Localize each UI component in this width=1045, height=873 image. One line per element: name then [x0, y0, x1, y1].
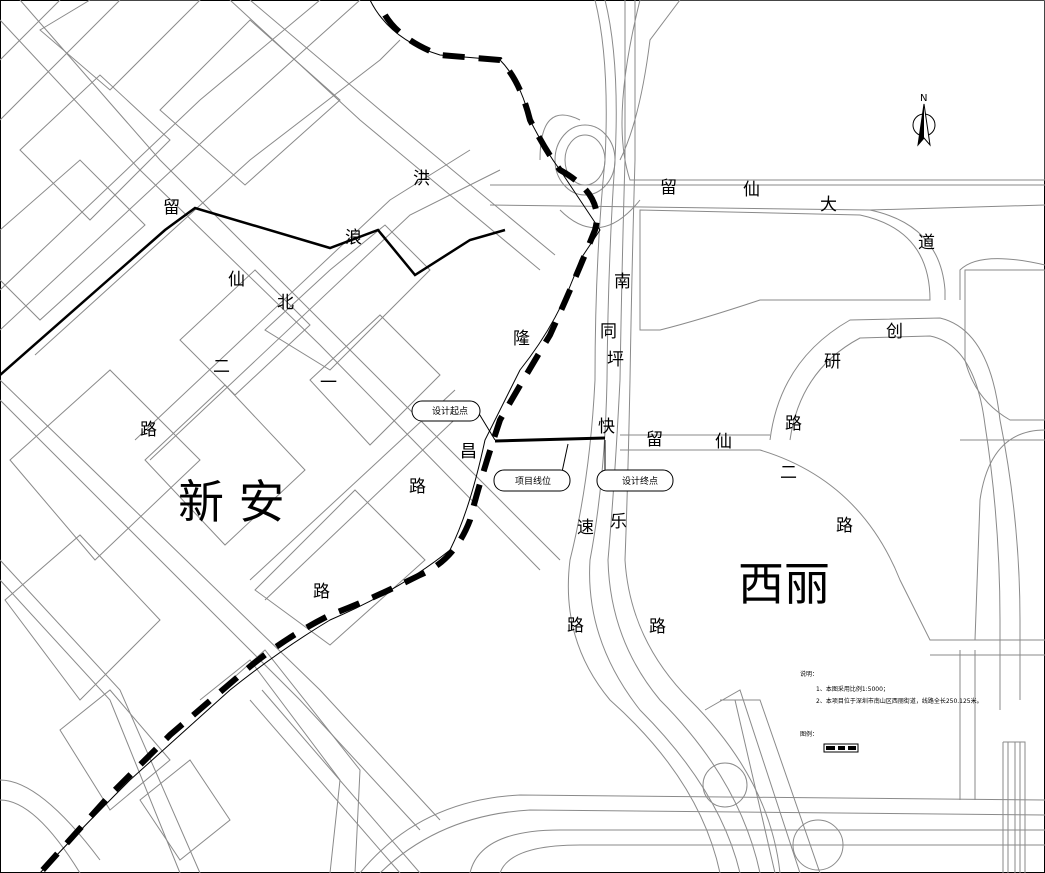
label-liuxian-avenue-1: 留 — [660, 178, 677, 198]
label-chuangyan-2: 研 — [824, 352, 841, 372]
label-road-lu-left: 路 — [140, 420, 157, 440]
notes-line1: 1、本图采用比例1:5000； — [816, 685, 889, 693]
existing-road-highlight — [0, 206, 506, 376]
label-chuangyan-1: 创 — [886, 322, 903, 342]
label-liuxian2-west-1: 留 — [163, 198, 180, 218]
label-liuxian2-east-1: 留 — [646, 430, 663, 450]
district-xili: 西丽 — [738, 557, 830, 611]
north-arrow: N — [912, 93, 936, 147]
notes-title: 说明： — [800, 670, 818, 678]
label-chuangyan-3: 路 — [785, 414, 802, 434]
street-network-east — [359, 0, 1045, 873]
road-labels: 留 仙 大 道 洪 浪 北 留 仙 二 路 一 路 隆 昌 路 南 同 坪 快 … — [140, 169, 935, 637]
label-hongliang-2: 浪 — [345, 228, 362, 248]
compass-label: N — [920, 93, 927, 104]
route-line — [37, 0, 601, 873]
notes-block: 说明： 1、本图采用比例1:5000； 2、本项目位于深圳市南山区西丽街道，线路… — [800, 670, 983, 753]
label-liuxian2-east-2: 仙 — [715, 432, 732, 452]
label-road-lu-lower: 路 — [409, 477, 426, 497]
label-nantong-1: 南 — [614, 272, 631, 292]
label-nantong-4: 快 — [598, 417, 615, 437]
label-longchang-2: 昌 — [460, 442, 477, 462]
label-hongliang-3: 北 — [277, 293, 294, 313]
label-road-lu-right: 路 — [649, 617, 666, 637]
legend-route-symbol — [823, 743, 859, 753]
callout-location-text: 项目线位 — [515, 475, 551, 487]
label-liuxian-avenue-3: 大 — [820, 195, 837, 215]
callout-location: 项目线位 — [493, 443, 571, 492]
callout-end-text: 设计终点 — [622, 475, 658, 487]
project-line — [494, 436, 606, 443]
label-nantong-2: 同 — [600, 322, 617, 342]
label-liuxian2-east-4: 路 — [836, 516, 853, 536]
district-xinan: 新 安 — [178, 475, 285, 529]
label-road-le: 乐 — [610, 512, 627, 532]
label-nantong-6: 路 — [567, 616, 584, 636]
label-liuxian-avenue-2: 仙 — [743, 180, 760, 200]
callout-start: 设计起点 — [411, 400, 496, 441]
label-liuxian2-west-3: 二 — [213, 357, 230, 377]
label-liuxian2-west-2: 仙 — [228, 270, 245, 290]
label-nantong-3: 坪 — [607, 350, 624, 370]
label-hongliang-1: 洪 — [413, 169, 430, 189]
callout-start-text: 设计起点 — [432, 405, 468, 417]
label-road-yi: 一 — [320, 373, 337, 393]
street-network — [0, 0, 561, 873]
label-liuxian2-east-3: 二 — [780, 463, 797, 483]
label-longchang-1: 隆 — [513, 329, 530, 349]
notes-legend: 图例： — [800, 730, 818, 738]
callout-end: 设计终点 — [596, 440, 674, 492]
notes-line2: 2、本项目位于深圳市南山区西丽街道，线路全长250.125米。 — [816, 697, 983, 705]
label-longchang-3: 路 — [313, 582, 330, 602]
label-nantong-5: 速 — [577, 518, 594, 538]
label-liuxian-avenue-4: 道 — [918, 233, 935, 253]
